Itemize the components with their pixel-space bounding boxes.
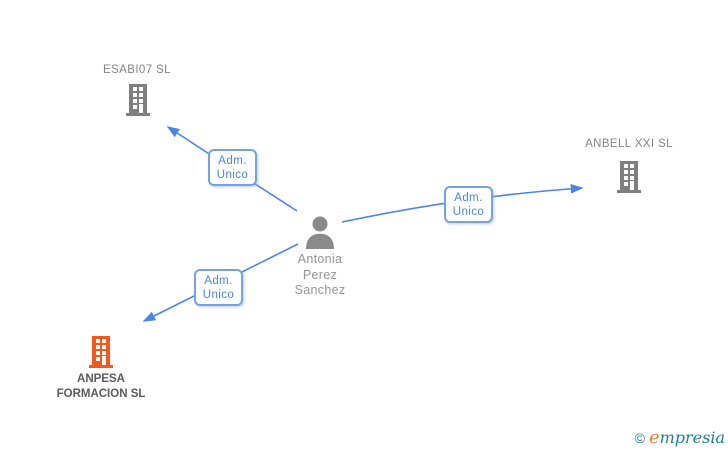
copyright-icon: © — [634, 430, 645, 446]
edge-label-line1: Adm. — [204, 274, 233, 287]
company-label-esabi07[interactable]: ESABI07 SL — [103, 64, 171, 76]
person-name[interactable]: Antonia Perez Sanchez — [260, 252, 380, 299]
company-label-anpesa-line1: ANPESA — [77, 373, 125, 385]
building-icon-esabi07[interactable] — [124, 84, 152, 116]
brand-first-letter: e — [648, 427, 660, 448]
edge-label-line1: Adm. — [218, 154, 247, 167]
brand-rest: mpresia — [659, 428, 725, 447]
edge-label-esabi07[interactable]: Adm. Unico — [208, 149, 257, 186]
edge-label-line1: Adm. — [454, 191, 483, 204]
brand-logo[interactable]: empresia — [649, 427, 725, 448]
building-icon — [617, 161, 641, 193]
person-name-line2: Perez — [302, 267, 338, 282]
brand-footer: © empresia — [635, 427, 725, 448]
building-icon-anbell[interactable] — [615, 161, 643, 193]
building-icon — [89, 336, 113, 368]
person-name-line3: Sanchez — [294, 283, 346, 297]
edge-label-line2: Unico — [452, 205, 485, 218]
edge-label-line2: Unico — [216, 168, 249, 181]
person-name-line1: Antonia — [297, 252, 343, 266]
company-label-anbell[interactable]: ANBELL XXI SL — [585, 138, 673, 150]
person-icon[interactable] — [303, 216, 337, 249]
building-icon-anpesa[interactable] — [87, 336, 115, 368]
edge-label-anpesa[interactable]: Adm. Unico — [194, 269, 243, 306]
company-label-anpesa[interactable]: ANPESA FORMACION SL — [21, 372, 181, 402]
edge-label-anbell[interactable]: Adm. Unico — [444, 186, 493, 223]
user-icon — [306, 216, 334, 249]
building-icon — [126, 84, 150, 116]
company-label-anpesa-line2: FORMACION SL — [56, 388, 146, 400]
edge-label-line2: Unico — [202, 288, 235, 301]
